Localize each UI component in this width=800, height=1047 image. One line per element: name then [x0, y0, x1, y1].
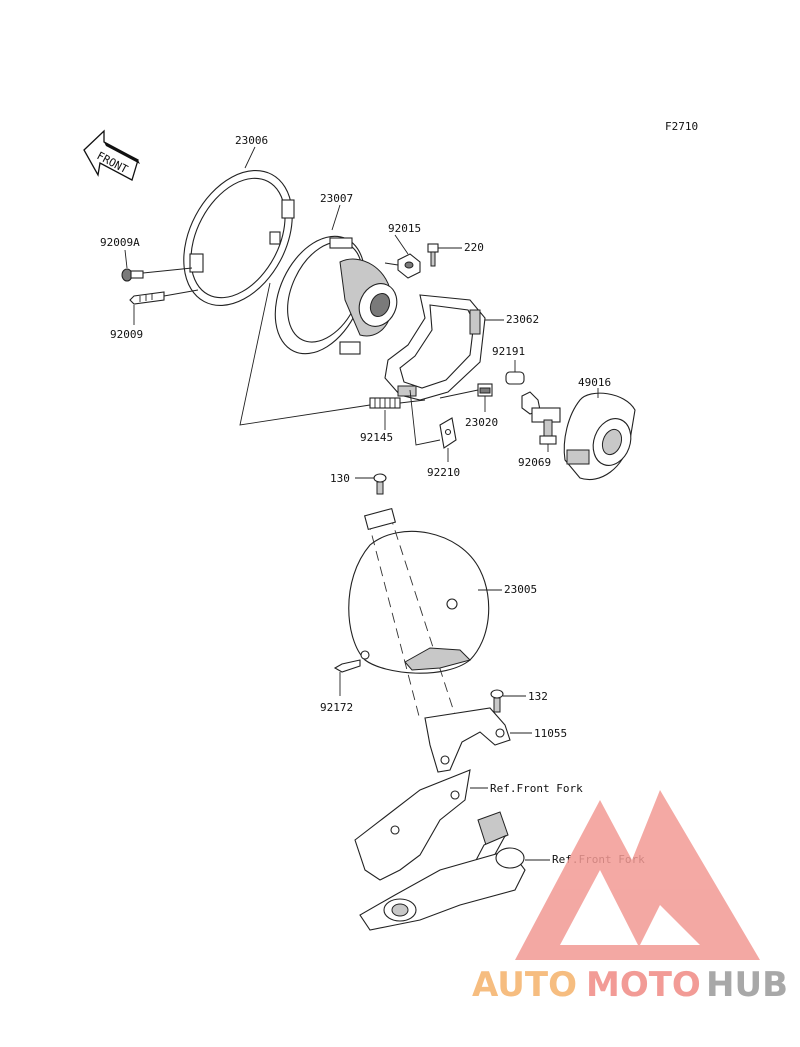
screw-220: [427, 243, 439, 267]
nut-92015: [397, 253, 421, 279]
headlight-rim: [183, 170, 295, 306]
mounting-bracket-11055: [424, 707, 511, 773]
automotohub-watermark: AUTO MOTO HUB: [472, 790, 788, 1005]
spacer-92191: [505, 371, 525, 385]
front-direction-arrow: FRONT: [83, 129, 140, 181]
label-220: 220: [464, 241, 484, 254]
label-132: 132: [528, 690, 548, 703]
label-92009a: 92009A: [100, 236, 140, 249]
bolt-132: [490, 689, 504, 713]
front-fork-assembly: [354, 769, 526, 931]
label-130: 130: [330, 472, 350, 485]
label-92009: 92009: [110, 328, 143, 341]
bolt-130: [373, 473, 387, 495]
label-23062: 23062: [506, 313, 539, 326]
label-11055: 11055: [534, 727, 567, 740]
headlight-housing: [348, 507, 490, 721]
spring-92145: [369, 397, 401, 409]
plate-92210: [439, 417, 457, 449]
label-49016: 49016: [578, 376, 611, 389]
label-23005: 23005: [504, 583, 537, 596]
label-92069: 92069: [518, 456, 551, 469]
label-92172: 92172: [320, 701, 353, 714]
label-23020: 23020: [465, 416, 498, 429]
label-92191: 92191: [492, 345, 525, 358]
screw-92172: [333, 659, 361, 673]
watermark-hub: HUB: [706, 965, 788, 1005]
label-92210: 92210: [427, 466, 460, 479]
label-23006: 23006: [235, 134, 268, 147]
screw-92009a: [121, 268, 144, 282]
watermark-moto: MOTO: [586, 965, 701, 1005]
label-92145: 92145: [360, 431, 393, 444]
headlight-reflector: [274, 235, 398, 355]
watermark-auto: AUTO: [472, 965, 577, 1005]
figure-code: F2710: [665, 120, 698, 133]
headlight-bracket: [384, 294, 486, 401]
socket-23020: [477, 383, 493, 397]
label-23007: 23007: [320, 192, 353, 205]
label-92015: 92015: [388, 222, 421, 235]
ref-front-fork-upper: Ref.Front Fork: [490, 782, 583, 795]
screw-92009: [129, 291, 165, 305]
headlight-bulb: [521, 391, 561, 445]
bulb-dust-cover: [563, 392, 636, 481]
